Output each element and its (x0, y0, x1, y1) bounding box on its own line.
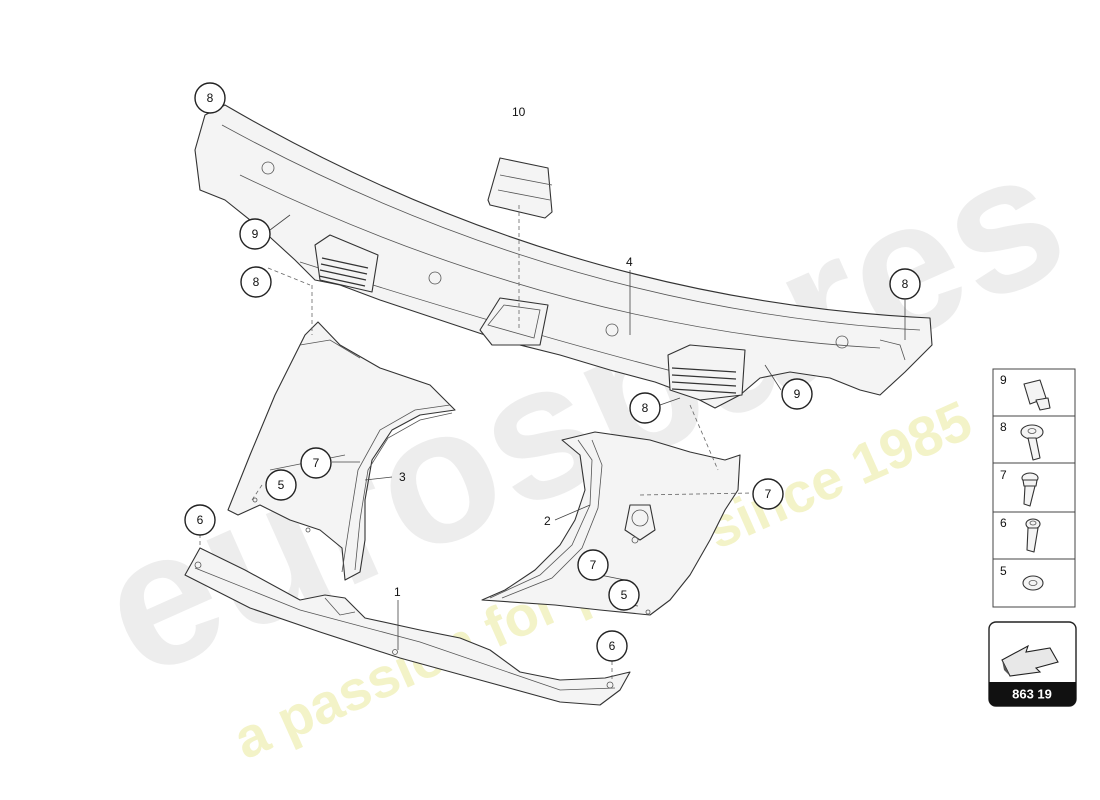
callout-9-right: 9 (781, 378, 813, 410)
wheel-arch-right (481, 431, 741, 616)
callout-8-left: 8 (240, 266, 272, 298)
flange-bolt-icon (1020, 424, 1044, 461)
svg-text:8: 8 (642, 401, 649, 415)
callout-6-right: 6 (596, 630, 628, 662)
callout-8-top-left: 8 (194, 82, 226, 114)
svg-text:9: 9 (252, 227, 259, 241)
svg-text:5: 5 (621, 588, 628, 602)
callout-4: 4 (626, 255, 633, 269)
callout-10: 10 (512, 105, 526, 119)
svg-text:8: 8 (253, 275, 260, 289)
cowl-panel (194, 104, 933, 409)
left-vent-slats (318, 257, 369, 287)
callout-6-left: 6 (184, 504, 216, 536)
svg-text:7: 7 (313, 456, 320, 470)
callout-9-left: 9 (239, 218, 271, 250)
callout-1: 1 (394, 585, 401, 599)
callout-5-left: 5 (265, 469, 297, 501)
callout-7-left: 7 (300, 447, 332, 479)
svg-text:8: 8 (902, 277, 909, 291)
svg-text:10: 10 (512, 105, 526, 119)
callout-3: 3 (399, 470, 406, 484)
svg-text:6: 6 (609, 639, 616, 653)
assembly-lines (199, 205, 753, 680)
svg-text:3: 3 (399, 470, 406, 484)
svg-text:2: 2 (544, 514, 551, 528)
page-reference-badge: 863 19 (988, 621, 1077, 707)
svg-text:1: 1 (394, 585, 401, 599)
right-vent-slats (671, 367, 737, 394)
callout-7-right: 7 (752, 478, 784, 510)
callout-7-bottom: 7 (577, 549, 609, 581)
svg-text:8: 8 (207, 91, 214, 105)
callout-8-center: 8 (629, 392, 661, 424)
legend-number-6: 6 (1000, 516, 1007, 530)
sill-panel (184, 547, 631, 706)
legend-number-5: 5 (1000, 564, 1007, 578)
legend-number-7: 7 (1000, 468, 1007, 482)
legend-number-8: 8 (1000, 420, 1007, 434)
callout-8-right: 8 (889, 268, 921, 300)
pad-part (487, 157, 553, 219)
fastener-legend: 9 8 7 6 5 (992, 368, 1076, 608)
washer-icon (1022, 575, 1044, 591)
svg-text:6: 6 (197, 513, 204, 527)
svg-text:5: 5 (278, 478, 285, 492)
callout-5-right: 5 (608, 579, 640, 611)
arrow-icon (1001, 644, 1059, 677)
legend-number-9: 9 (1000, 373, 1007, 387)
svg-text:9: 9 (794, 387, 801, 401)
svg-text:4: 4 (626, 255, 633, 269)
bolt-icon (1025, 518, 1041, 553)
page-reference-number: 863 19 (1012, 687, 1052, 702)
callout-2: 2 (544, 514, 551, 528)
screw-icon (1021, 472, 1039, 507)
svg-text:7: 7 (765, 487, 772, 501)
svg-text:7: 7 (590, 558, 597, 572)
clip-nut-icon (1023, 379, 1051, 411)
